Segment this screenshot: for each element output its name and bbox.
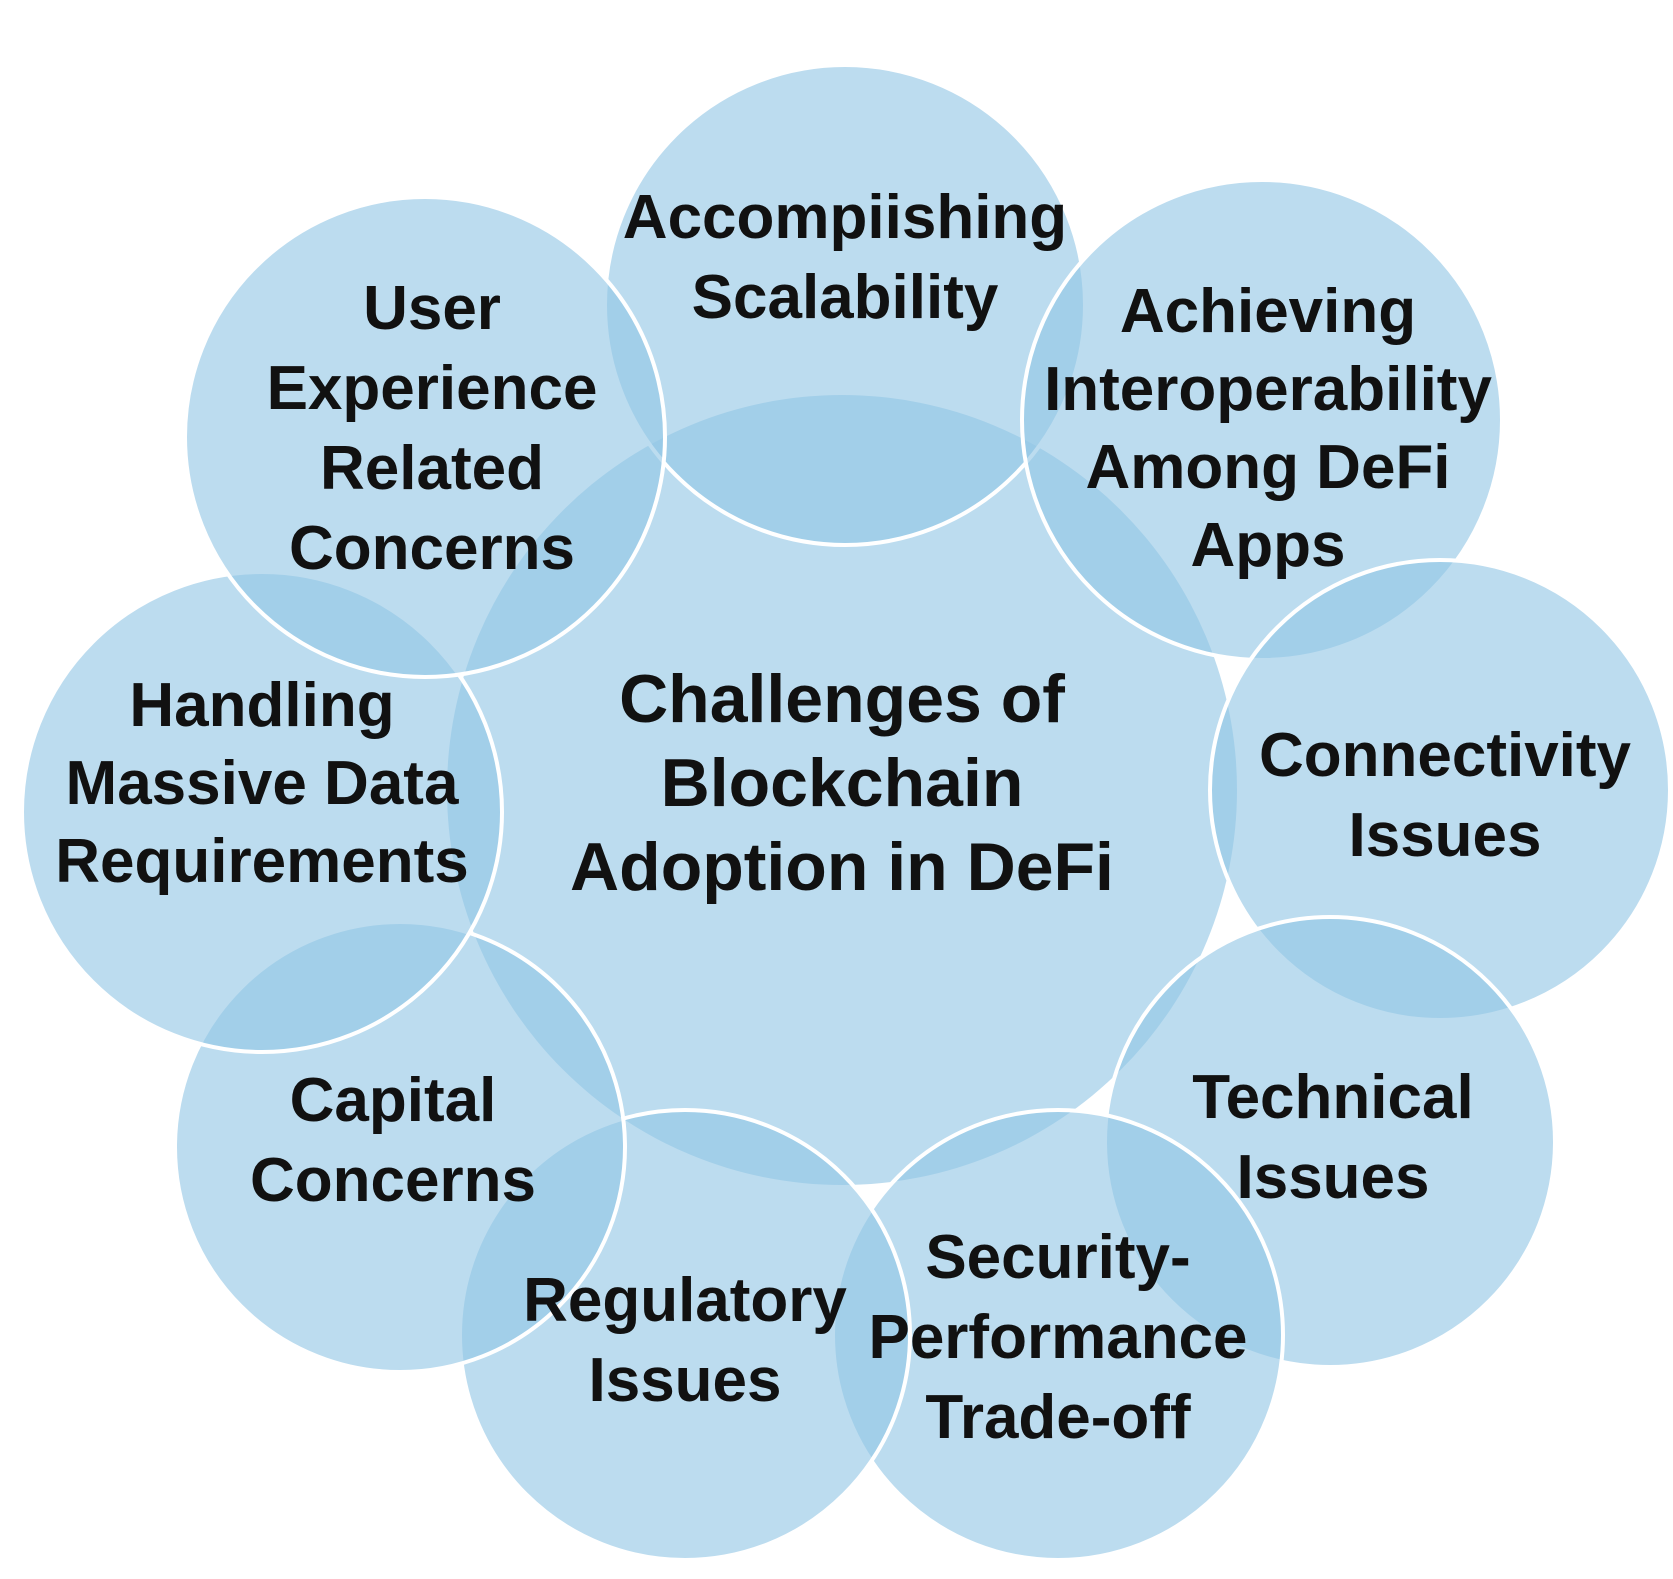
node-label-interoperability-line: Among DeFi [1085,433,1450,502]
node-label-interoperability-line: Achieving [1120,277,1416,346]
node-label-technical-line: Issues [1236,1143,1429,1212]
node-label-massive-data-line: Massive Data [66,749,459,818]
node-label-massive-data-line: Handling [129,671,394,740]
node-label-regulatory-line: Issues [588,1346,781,1415]
node-circle-user-experience [183,195,667,679]
node-label-user-experience-line: Experience [267,354,598,423]
node-label-scalability-line: Accompiishing [623,183,1067,252]
circles-layer [20,63,1672,1562]
node-label-user-experience-line: Concerns [289,514,575,583]
node-label-capital-line: Capital [290,1066,497,1135]
node-label-interoperability-line: Apps [1191,511,1346,580]
node-label-security-performance-line: Performance [868,1303,1247,1372]
node-label-security-performance-line: Security- [925,1223,1190,1292]
center-circle [447,395,1237,1185]
node-label-technical-line: Technical [1192,1063,1473,1132]
node-label-interoperability-line: Interoperability [1044,355,1492,424]
node-label-regulatory-line: Regulatory [523,1266,847,1335]
node-label-connectivity-line: Issues [1348,801,1541,870]
node-label-user-experience-line: Related [320,434,544,503]
center-title-line: Adoption in DeFi [570,829,1114,905]
node-label-scalability-line: Scalability [692,263,999,332]
node-label-massive-data-line: Requirements [55,827,468,896]
node-label-user-experience-line: User [363,274,501,343]
node-label-security-performance-line: Trade-off [925,1383,1191,1452]
node-label-capital-line: Concerns [250,1146,536,1215]
center-title-line: Challenges of [619,661,1065,737]
center-title-line: Blockchain [661,745,1024,821]
node-label-connectivity-line: Connectivity [1259,721,1632,790]
